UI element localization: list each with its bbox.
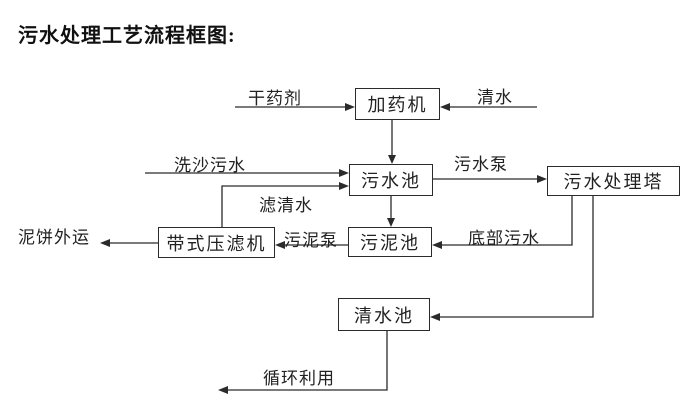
node-belt-filter-press: 带式压滤机 [158,227,275,258]
flow-label-sand-washing-sewage: 洗沙污水 [174,156,246,175]
arrowhead-left-icon [218,386,228,394]
arrowhead-right-icon [345,103,355,111]
flow-label-clear-water: 清水 [477,88,513,107]
arrow-bottom-sewage-to-sludge-pool [441,196,573,246]
arrowhead-right-icon [339,169,349,177]
node-sewage-pool: 污水池 [349,164,433,196]
arrowhead-down-icon [387,218,395,227]
flow-label-sludge-pump: 污泥泵 [284,231,338,250]
node-sludge-pool: 污泥池 [348,227,432,257]
flow-label-dry-chemical: 干药剂 [248,89,302,108]
node-sewage-treatment-tower: 污水处理塔 [547,166,680,196]
flow-label-recycling: 循环利用 [263,369,335,388]
arrowhead-left-icon [440,103,450,111]
page-title: 污水处理工艺流程框图: [18,25,236,47]
arrowhead-left-icon [275,241,285,249]
arrowhead-left-icon [432,241,442,249]
arrowhead-left-icon [100,239,110,247]
node-clear-water-pool: 清水池 [338,298,430,331]
flow-label-mud-cake-outbound: 泥饼外运 [18,228,90,247]
arrowhead-left-icon [430,313,440,321]
flow-label-sewage-pump: 污水泵 [454,155,508,174]
arrowhead-right-icon [339,182,349,190]
flow-label-bottom-sewage: 底部污水 [468,229,540,248]
node-dosing-machine: 加药机 [355,88,440,120]
arrow-tower-to-clear-pool [439,196,594,318]
arrowhead-right-icon [537,175,547,183]
flow-label-filtered-water: 滤清水 [259,196,313,215]
arrow-clear-pool-to-recycling [227,331,388,391]
arrow-filtered-water-to-sewage-pool [221,185,340,227]
arrowhead-down-icon [388,155,396,164]
